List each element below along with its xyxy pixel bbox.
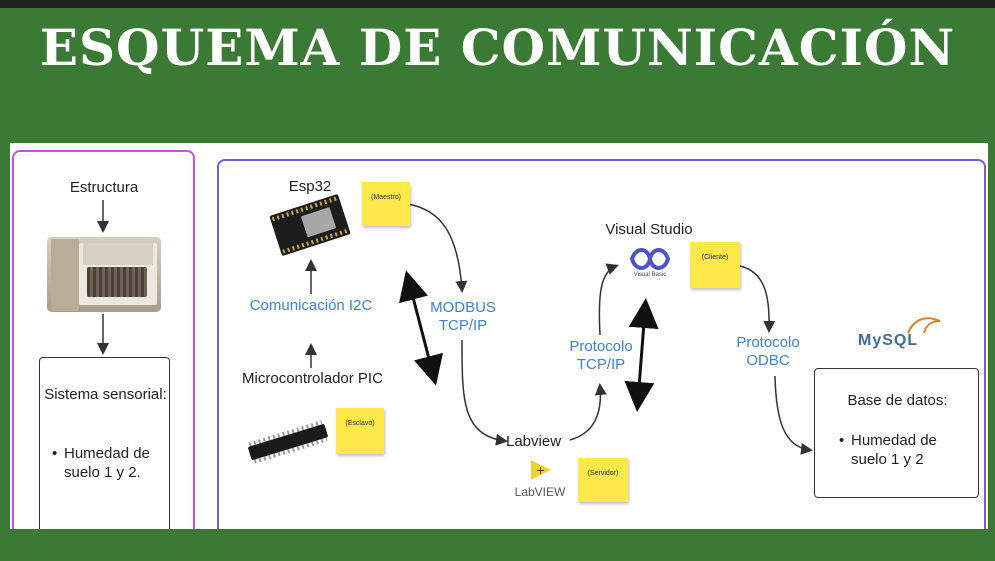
bullet-dot: • (839, 432, 845, 449)
protocolo-odbc-label: Protocolo ODBC (736, 334, 800, 369)
note-esclavo: (Esclavo) (336, 408, 384, 454)
top-dark-strip (0, 0, 995, 8)
esp32-label: Esp32 (288, 178, 332, 195)
mysql-logo-text: MySQL (858, 332, 919, 349)
database-box: Base de datos: • Humedad de suelo 1 y 2 (814, 368, 979, 498)
svg-text:+: + (536, 464, 545, 477)
bidirectional-arrow-tcp (624, 298, 659, 412)
bullet-dot: • (52, 445, 58, 462)
db-box-title: Base de datos: (847, 392, 948, 409)
arrow-tcp-vs (598, 263, 619, 336)
sensor-system-box: Sistema sensorial: • Humedad de suelo 1 … (39, 357, 170, 537)
labview-label: Labview (506, 433, 562, 450)
visual-basic-logo-text: Visual Basic (633, 272, 667, 278)
structure-photo (47, 237, 161, 312)
labview-logo-icon: + (529, 459, 553, 481)
i2c-label: Comunicación I2C (249, 297, 373, 314)
db-box-bullet: Humedad de suelo 1 y 2 (851, 432, 937, 468)
bidirectional-arrow-modbus (399, 270, 443, 386)
mysql-dolphin-icon (906, 313, 942, 335)
arrow-esp32-modbus (407, 203, 468, 293)
arrow-labview-tcp (569, 383, 607, 441)
bottom-green-bar (0, 529, 995, 561)
labview-logo-text: LabVIEW (514, 485, 566, 499)
sensor-box-title: Sistema sensorial: (44, 386, 167, 403)
sensor-box-bullet: Humedad de suelo 1 y 2. (64, 445, 150, 481)
modbus-label: MODBUS TCP/IP (430, 299, 496, 334)
slide-title: ESQUEMA DE COMUNICACIÓN (39, 18, 956, 77)
note-maestro: (Maestro) (362, 182, 410, 226)
arrow-cliente-odbc (739, 265, 776, 333)
microcontrolador-label: Microcontrolador PIC (242, 370, 383, 387)
visual-basic-logo-icon (626, 246, 674, 272)
note-cliente: (Cliente) (690, 242, 740, 288)
note-servidor: (Servidor) (578, 458, 628, 502)
estructura-label: Estructura (69, 179, 139, 196)
arrow-modbus-labview (461, 339, 508, 446)
protocolo-tcp-label: Protocolo TCP/IP (569, 338, 633, 373)
visual-studio-label: Visual Studio (605, 221, 693, 238)
arrow-odbc-db (774, 375, 813, 455)
